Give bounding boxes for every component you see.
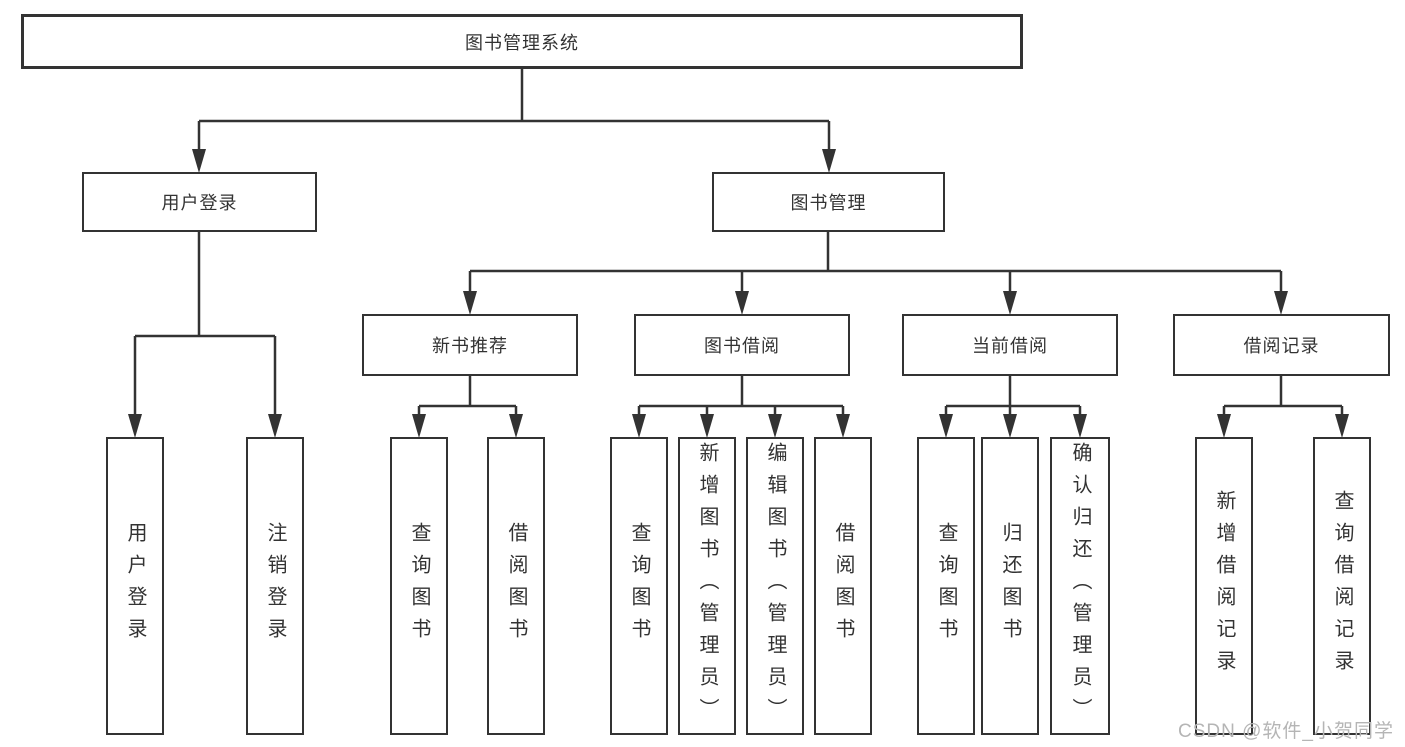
csdn-watermark: CSDN @软件_小贺同学 xyxy=(1178,721,1394,742)
node-label: 编辑图书（管理员） xyxy=(764,442,786,730)
node-label: 查询借阅记录 xyxy=(1331,490,1353,682)
leaf-add-book-admin: 新增图书（管理员） xyxy=(678,437,736,735)
leaf-query-book-recommend: 查询图书 xyxy=(390,437,448,735)
node-label: 借阅图书 xyxy=(505,522,527,650)
node-book-management: 图书管理 xyxy=(712,172,945,232)
leaf-query-book-borrow: 查询图书 xyxy=(610,437,668,735)
leaf-user-login: 用户登录 xyxy=(106,437,164,735)
node-new-book-recommend: 新书推荐 xyxy=(362,314,578,376)
node-label: 查询图书 xyxy=(628,522,650,650)
node-book-borrow: 图书借阅 xyxy=(634,314,850,376)
node-label: 用户登录 xyxy=(161,193,238,213)
leaf-borrow-book: 借阅图书 xyxy=(814,437,872,735)
node-label: 查询图书 xyxy=(935,522,957,650)
node-borrow-record: 借阅记录 xyxy=(1173,314,1390,376)
node-label: 归还图书 xyxy=(999,522,1021,650)
node-label: 借阅图书 xyxy=(832,522,854,650)
leaf-borrow-book-recommend: 借阅图书 xyxy=(487,437,545,735)
node-label: 借阅记录 xyxy=(1243,336,1320,356)
node-label: 图书管理系统 xyxy=(465,32,579,53)
node-label: 当前借阅 xyxy=(972,336,1048,356)
leaf-edit-book-admin: 编辑图书（管理员） xyxy=(746,437,804,735)
leaf-add-borrow-record: 新增借阅记录 xyxy=(1195,437,1253,735)
node-root-system: 图书管理系统 xyxy=(21,14,1023,69)
node-label: 新书推荐 xyxy=(432,336,508,356)
node-label: 图书管理 xyxy=(790,193,867,213)
leaf-query-borrow-record: 查询借阅记录 xyxy=(1313,437,1371,735)
arrowhead-icons xyxy=(128,149,1349,438)
node-label: 图书借阅 xyxy=(704,336,780,356)
leaf-logout-login: 注销登录 xyxy=(246,437,304,735)
leaf-query-book-current: 查询图书 xyxy=(917,437,975,735)
node-label: 新增图书（管理员） xyxy=(696,442,718,730)
node-label: 查询图书 xyxy=(408,522,430,650)
node-label: 新增借阅记录 xyxy=(1213,490,1235,682)
node-label: 用户登录 xyxy=(124,522,146,650)
leaf-confirm-return-admin: 确认归还（管理员） xyxy=(1050,437,1110,735)
node-current-borrow: 当前借阅 xyxy=(902,314,1118,376)
node-label: 确认归还（管理员） xyxy=(1069,442,1091,730)
leaf-return-book: 归还图书 xyxy=(981,437,1039,735)
node-user-login: 用户登录 xyxy=(82,172,317,232)
node-label: 注销登录 xyxy=(264,522,286,650)
